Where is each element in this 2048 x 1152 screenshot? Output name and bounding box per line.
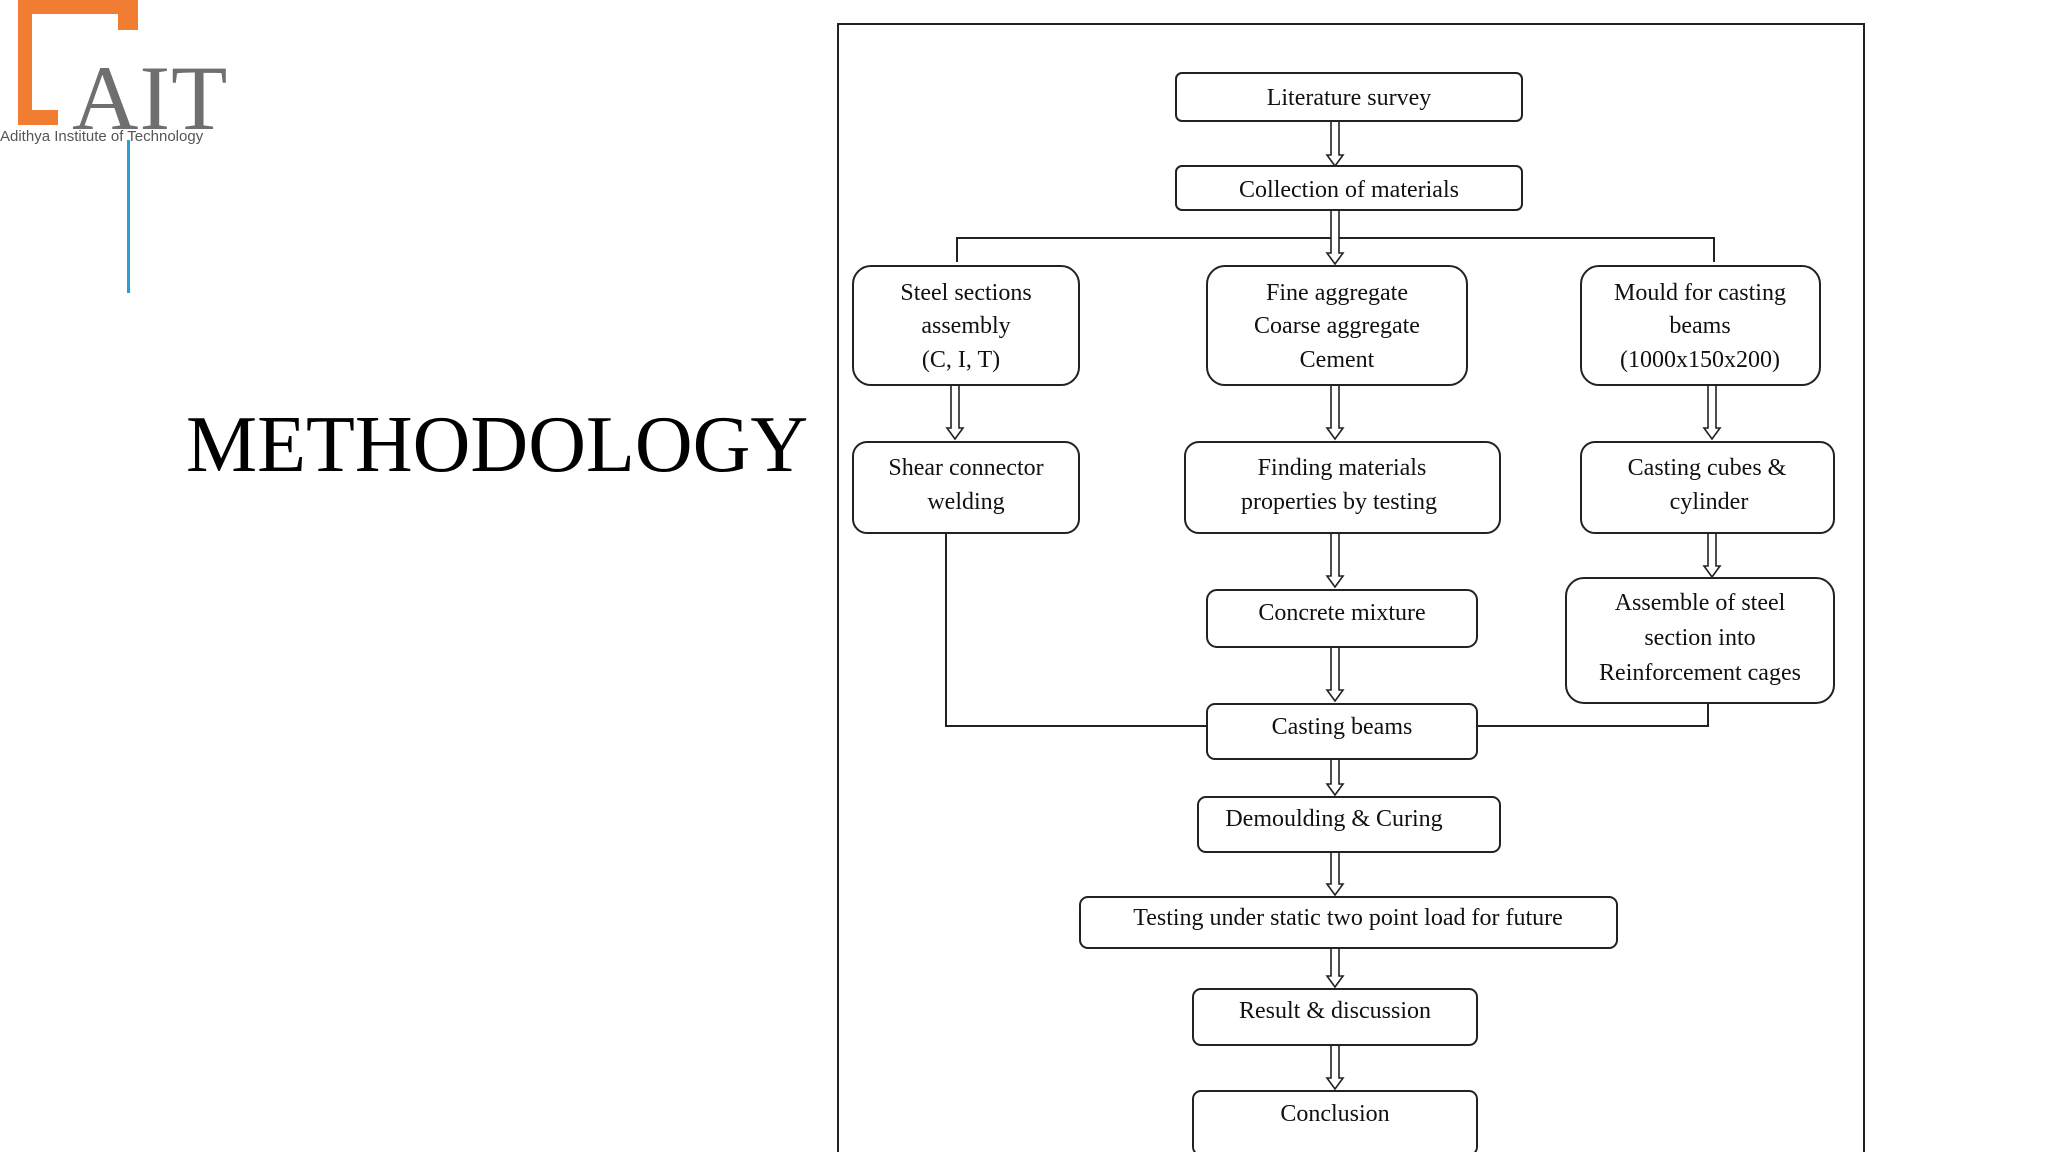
finding-materials-line-1: Finding materials [1258, 455, 1427, 481]
box-literature-survey-text: Literature survey [1267, 85, 1432, 111]
logo-accent-line [127, 140, 130, 293]
mould-line-2: beams [1669, 313, 1730, 339]
ait-logo: AIT Adithya Institute of Technology [0, 0, 240, 300]
arrow-casting-to-demoulding [1325, 758, 1345, 797]
arrow-finding-to-concrete [1325, 532, 1345, 589]
box-finding-materials: Finding materials properties by testing [1184, 441, 1501, 534]
box-conclusion-text: Conclusion [1280, 1101, 1389, 1127]
arrow-testing-to-result [1325, 947, 1345, 989]
arrow-aggregates-to-finding [1325, 384, 1345, 441]
box-collection-of-materials-text: Collection of materials [1239, 177, 1459, 203]
shear-connector-line-2: welding [927, 489, 1004, 515]
box-mould: Mould for casting beams (1000x150x200) [1580, 265, 1821, 386]
box-aggregates: Fine aggregate Coarse aggregate Cement [1206, 265, 1468, 386]
logo-text: AIT [72, 47, 229, 149]
aggregates-line-1: Fine aggregate [1266, 280, 1408, 306]
box-casting-beams-text: Casting beams [1272, 714, 1413, 740]
aggregates-line-2: Coarse aggregate [1254, 313, 1420, 339]
assemble-steel-line-2: section into [1644, 625, 1755, 651]
box-assemble-steel: Assemble of steel section into Reinforce… [1565, 577, 1835, 704]
page-title: METHODOLOGY [186, 401, 809, 489]
mould-line-1: Mould for casting [1614, 280, 1786, 306]
casting-cubes-line-2: cylinder [1670, 489, 1749, 515]
logo-subtitle: Adithya Institute of Technology [0, 128, 204, 145]
box-concrete-mixture-text: Concrete mixture [1258, 600, 1425, 626]
logo-bracket-shape [18, 0, 138, 125]
box-testing: Testing under static two point load for … [1079, 896, 1618, 949]
assemble-to-casting-line [1468, 703, 1709, 727]
box-shear-connector: Shear connector welding [852, 441, 1080, 534]
steel-sections-line-3: (C, I, T) [922, 347, 1000, 373]
box-concrete-mixture: Concrete mixture [1206, 589, 1478, 648]
box-result-discussion: Result & discussion [1192, 988, 1478, 1046]
finding-materials-line-2: properties by testing [1241, 489, 1437, 515]
aggregates-line-3: Cement [1300, 347, 1375, 373]
box-casting-beams: Casting beams [1206, 703, 1478, 760]
assemble-steel-line-3: Reinforcement cages [1599, 660, 1801, 686]
box-demoulding-curing-text: Demoulding & Curing [1225, 806, 1442, 832]
arrow-collection-to-aggregates [1325, 209, 1345, 266]
assemble-steel-line-1: Assemble of steel [1615, 590, 1786, 616]
box-steel-sections: Steel sections assembly (C, I, T) [852, 265, 1080, 386]
steel-sections-line-1: Steel sections [900, 280, 1031, 306]
shear-connector-line-1: Shear connector [888, 455, 1043, 481]
box-demoulding-curing: Demoulding & Curing [1197, 796, 1501, 853]
logo-bracket-icon [18, 0, 138, 125]
steel-sections-line-2: assembly [921, 313, 1010, 339]
arrow-concrete-to-casting [1325, 646, 1345, 703]
arrow-cubes-to-assemble [1702, 532, 1722, 579]
mould-line-3: (1000x150x200) [1620, 347, 1780, 373]
arrow-mould-to-cubes [1702, 384, 1722, 441]
box-collection-of-materials: Collection of materials [1175, 165, 1523, 211]
box-result-discussion-text: Result & discussion [1239, 998, 1431, 1024]
flowchart-frame [837, 23, 1865, 1152]
arrow-demoulding-to-testing [1325, 851, 1345, 897]
box-casting-cubes: Casting cubes & cylinder [1580, 441, 1835, 534]
arrow-result-to-conclusion [1325, 1044, 1345, 1091]
box-testing-text: Testing under static two point load for … [1133, 905, 1563, 931]
arrow-steel-to-shear [945, 384, 965, 441]
box-literature-survey: Literature survey [1175, 72, 1523, 122]
shear-to-casting-line [945, 533, 1206, 727]
casting-cubes-line-1: Casting cubes & [1628, 455, 1787, 481]
box-conclusion: Conclusion [1192, 1090, 1478, 1152]
arrow-literature-to-collection [1325, 120, 1345, 168]
